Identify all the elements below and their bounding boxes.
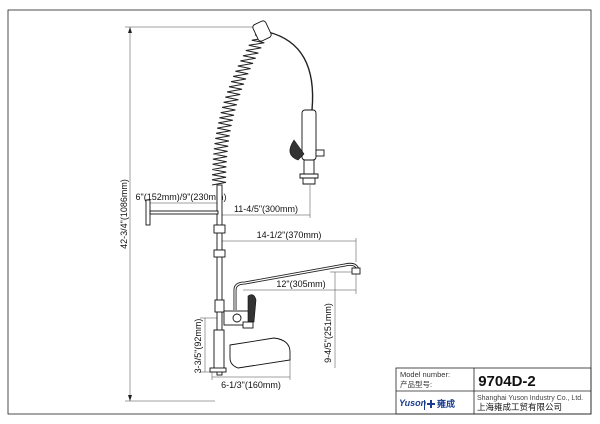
arm-height-label: 6"(152mm)/9"(230mm)	[136, 192, 227, 202]
company-name-cn: 上海雍成工贸有限公司	[477, 402, 562, 412]
overall-height-dimension: 42-3/4"(1086mm)	[119, 26, 265, 402]
base-width-dimension: 6-1/3"(160mm)	[211, 360, 291, 390]
swing-spout	[233, 262, 361, 310]
valve-body	[223, 294, 257, 329]
base-width-label: 6-1/3"(160mm)	[221, 380, 281, 390]
base-mount	[209, 329, 291, 373]
spray-reach-label: 11-4/5"(300mm)	[234, 204, 298, 214]
company-name-en: Shanghai Yuson Industry Co., Ltd.	[477, 395, 583, 402]
brand-logo: Yuson 雍成	[399, 398, 455, 410]
title-block: Model number: 产品型号: 9704D-2 Yuson 雍成 Sha…	[395, 367, 592, 415]
spout-height-label: 9-4/5"(251mm)	[323, 303, 333, 363]
spray-reach-dimension: 11-4/5"(300mm)	[220, 185, 311, 218]
drawing-frame	[7, 9, 592, 415]
base-height-label: 3-3/5"(92mm)	[193, 319, 203, 374]
spray-hose	[267, 31, 314, 111]
model-number: 9704D-2	[478, 373, 536, 390]
brand-mark-icon	[427, 400, 435, 408]
brand-name-cn: 雍成	[437, 398, 455, 409]
brand-name-en: Yuson	[399, 398, 427, 408]
spout-height-dimension: 9-4/5"(251mm)	[323, 271, 358, 368]
model-label-cn: 产品型号:	[400, 379, 432, 389]
overall-height-label: 42-3/4"(1086mm)	[119, 179, 129, 249]
spring-top-cap	[252, 20, 272, 42]
spout-reach-dimension: 14-1/2"(370mm)	[220, 230, 357, 262]
model-label-en: Model number:	[400, 370, 450, 379]
spray-valve	[289, 109, 325, 185]
coil-spring	[211, 34, 268, 186]
wall-bracket	[145, 199, 219, 226]
riser-pipe	[213, 184, 226, 376]
arm-height-dimension: 6"(152mm)/9"(230mm)	[136, 192, 227, 204]
spout-length-label: 12"(305mm)	[276, 279, 325, 289]
coil-spring-wire	[211, 34, 268, 186]
spout-reach-label: 14-1/2"(370mm)	[257, 230, 322, 240]
